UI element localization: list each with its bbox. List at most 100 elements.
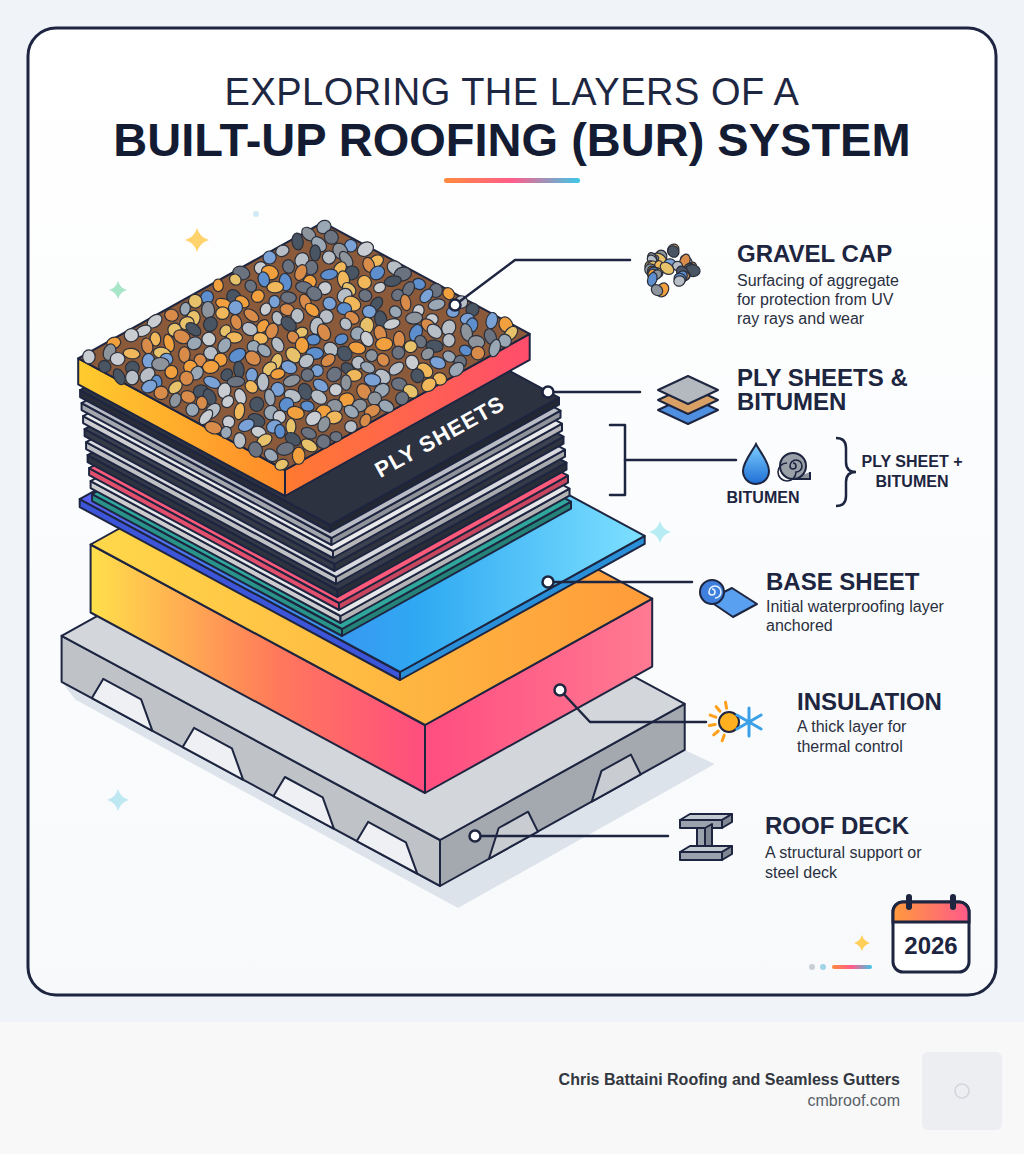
gravel-pebble xyxy=(164,308,180,322)
sparkle xyxy=(185,228,209,252)
gravel-pebble xyxy=(666,244,682,260)
gravel-pebble xyxy=(125,370,138,385)
logo-mark xyxy=(955,1084,969,1098)
gravel-pebble xyxy=(292,447,305,464)
gravel-pebble xyxy=(154,386,168,399)
callout-heading: INSULATION xyxy=(797,688,987,717)
gravel-pebble xyxy=(383,274,402,288)
gravel-pebble xyxy=(202,359,220,374)
gravel-pebble xyxy=(227,272,243,288)
calendar-ring xyxy=(906,894,912,910)
gravel-pebble xyxy=(358,412,374,429)
callout-heading: GRAVEL CAP xyxy=(737,240,987,269)
gravel-pebble xyxy=(215,306,230,320)
gravel-pebble xyxy=(672,274,686,288)
gravel-pebble xyxy=(375,351,392,369)
callout-heading: PLY SHEETS & BITUMEN xyxy=(737,366,952,414)
sun-ray xyxy=(722,735,724,741)
steel-beam-icon xyxy=(680,814,732,860)
gravel-pebble xyxy=(82,350,95,364)
gravel-pebble xyxy=(257,373,269,391)
sun-ray xyxy=(709,724,715,725)
sparkle xyxy=(253,211,259,217)
gravel-pebble xyxy=(484,311,499,330)
gravel-pebble xyxy=(219,393,236,410)
callout-heading: BASE SHEET xyxy=(766,568,981,597)
gravel-pebble xyxy=(330,431,342,441)
brace xyxy=(836,438,856,506)
gravel-pebble xyxy=(168,392,184,410)
gravel-pebble xyxy=(201,301,215,319)
deck-rib xyxy=(274,777,335,829)
leader-dot xyxy=(543,577,554,588)
gravel-pebble xyxy=(405,311,423,325)
gravel-pebble xyxy=(201,314,220,333)
sun-ray xyxy=(716,707,720,712)
gravel-pebble xyxy=(291,232,304,250)
gravel-pebble xyxy=(124,328,140,343)
callout-description: A thick layer for thermal control xyxy=(797,717,947,757)
gravel-pebble xyxy=(342,402,361,420)
gravel-pebble xyxy=(375,337,393,351)
sparkle xyxy=(649,521,671,543)
bitumen-drop-icon xyxy=(743,444,769,484)
calendar-ring xyxy=(950,894,956,910)
base-roll-icon xyxy=(709,586,721,598)
beam-flange xyxy=(680,852,722,860)
beam-flange xyxy=(722,814,732,828)
decor-dot xyxy=(809,964,815,970)
gravel-cap-side xyxy=(78,358,285,496)
gravel-pebble xyxy=(446,359,466,379)
gravel-pebble xyxy=(246,440,264,459)
leader-line xyxy=(475,835,668,838)
leader-dot xyxy=(543,387,554,398)
beam-flange xyxy=(722,846,732,860)
component-label: BITUMEN xyxy=(708,488,818,507)
gravel-pebble xyxy=(258,301,273,317)
gravel-pebble xyxy=(270,367,286,380)
calendar-header xyxy=(893,902,969,922)
leader-line xyxy=(548,581,692,584)
sun-ray xyxy=(726,702,727,708)
gravel-pebble xyxy=(390,344,407,362)
leader-dot xyxy=(470,831,481,842)
sun-snowflake-icon xyxy=(709,702,761,740)
gravel-pebble xyxy=(273,457,290,472)
gravel-pebble xyxy=(310,245,320,261)
gravel-pebble xyxy=(424,321,445,341)
gravel-pebble xyxy=(315,415,332,434)
gravel-pebble xyxy=(468,344,487,363)
gravel-pebble xyxy=(110,352,125,366)
gravel-pebble xyxy=(321,295,338,312)
gravel-pebble xyxy=(274,424,286,439)
gravel-pebble xyxy=(165,365,178,379)
title-underline xyxy=(444,178,580,183)
year-label: 2026 xyxy=(893,932,969,961)
footer-url: cmbroof.com xyxy=(480,1091,900,1110)
gravel-pebble xyxy=(442,333,456,348)
gravel-pebble xyxy=(649,282,665,298)
gravel-pebble xyxy=(242,348,263,368)
deck-rib xyxy=(592,755,641,802)
gravel-pebble xyxy=(263,388,276,407)
gravel-pebble xyxy=(387,303,404,320)
gravel-pebble xyxy=(249,287,267,305)
leader-line xyxy=(625,459,736,462)
gravel-pebble xyxy=(233,402,246,421)
card-frame xyxy=(28,28,996,995)
calendar-icon xyxy=(893,902,969,972)
gravel-pebble xyxy=(344,419,359,433)
leader-dot xyxy=(555,685,566,696)
gravel-pebble xyxy=(281,259,295,275)
title-emphasis: BUILT-UP ROOFING (BUR) SYSTEM xyxy=(0,112,1024,168)
snowflake-arm xyxy=(737,715,761,729)
roof-layers xyxy=(62,218,715,908)
gravel-pebble xyxy=(233,432,246,448)
gravel-pebble xyxy=(185,402,200,417)
footer-band xyxy=(0,1022,1024,1154)
component-sum-label: PLY SHEET + BITUMEN xyxy=(860,452,964,492)
gravel-pebble xyxy=(328,383,343,397)
callout-description: A structural support or steel deck xyxy=(765,843,945,883)
